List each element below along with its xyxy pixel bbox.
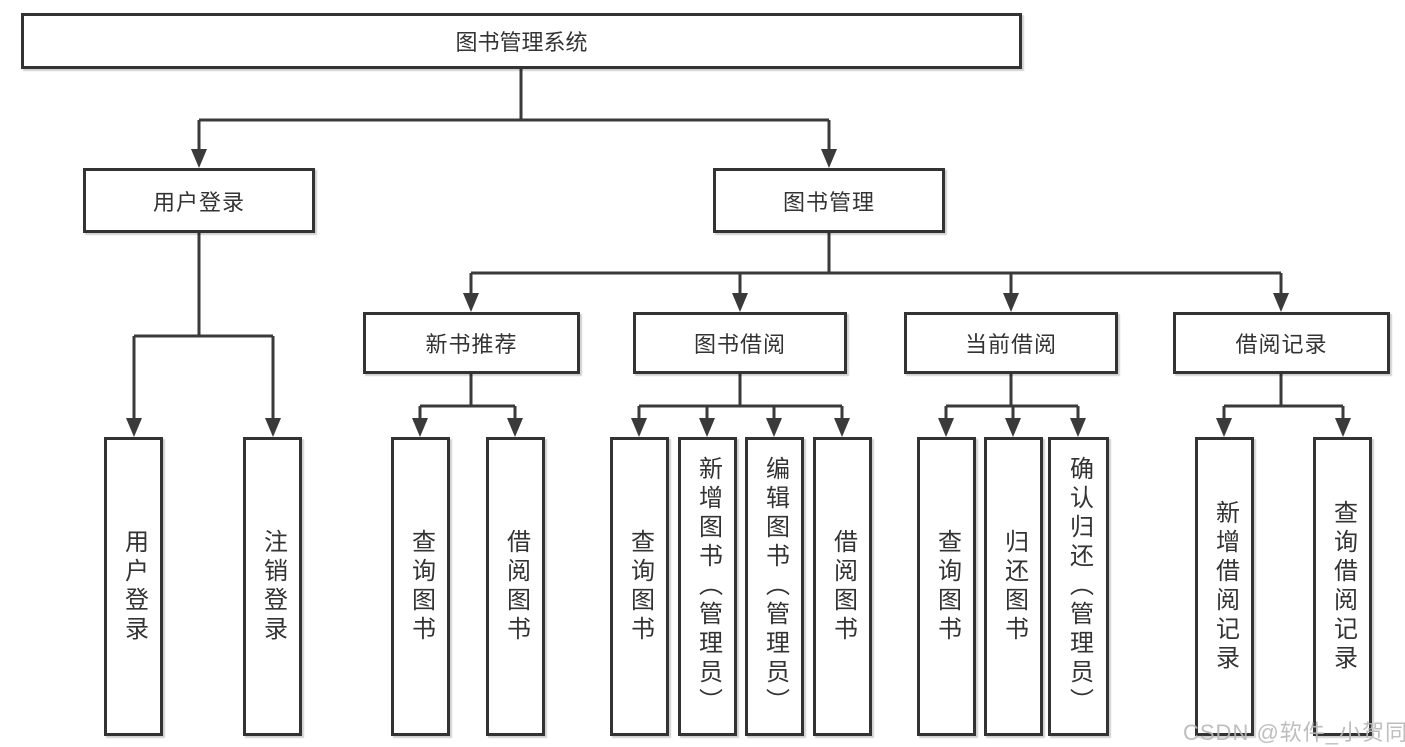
node-label: 归还图书	[1000, 528, 1028, 645]
node-label: 图书管理系统	[455, 30, 588, 55]
node-borrow-records: 借阅记录	[1173, 312, 1390, 374]
node-label: 查询图书	[407, 528, 435, 645]
node-new-book-recommend: 新书推荐	[363, 312, 580, 374]
node-label: 借阅记录	[1235, 332, 1328, 357]
node-label: 确认归还（管理员）	[1065, 456, 1093, 717]
node-current-borrow: 当前借阅	[904, 312, 1118, 374]
node-label: 新增借阅记录	[1211, 499, 1239, 674]
node-book-borrow: 图书借阅	[633, 312, 847, 374]
node-label: 查询图书	[933, 528, 961, 645]
node-label: 查询图书	[626, 528, 654, 645]
node-label: 当前借阅	[964, 332, 1057, 357]
leaf-borrow-edit-book-admin: 编辑图书（管理员）	[745, 437, 804, 736]
node-label: 用户登录	[152, 189, 245, 215]
node-label: 编辑图书（管理员）	[761, 456, 789, 717]
node-user-login: 用户登录	[83, 168, 315, 233]
node-label: 用户登录	[120, 528, 148, 645]
leaf-borrow-add-book-admin: 新增图书（管理员）	[678, 437, 737, 736]
leaf-borrow-borrow-book: 借阅图书	[813, 437, 872, 736]
leaf-current-confirm-return-admin: 确认归还（管理员）	[1048, 437, 1109, 736]
node-label: 借阅图书	[502, 528, 530, 645]
leaf-current-query-book: 查询图书	[917, 437, 976, 736]
leaf-records-add-record: 新增借阅记录	[1195, 437, 1254, 736]
leaf-borrow-query-book: 查询图书	[610, 437, 669, 736]
node-label: 查询借阅记录	[1329, 499, 1357, 674]
node-label: 图书管理	[782, 189, 875, 215]
node-label: 借阅图书	[829, 528, 857, 645]
leaf-recommend-query-book: 查询图书	[391, 437, 450, 736]
leaf-user-login: 用户登录	[104, 437, 163, 736]
leaf-recommend-borrow-book: 借阅图书	[486, 437, 545, 736]
leaf-current-return-book: 归还图书	[984, 437, 1043, 736]
node-label: 新书推荐	[425, 332, 518, 357]
leaf-logout: 注销登录	[243, 437, 302, 736]
node-root: 图书管理系统	[21, 13, 1022, 69]
watermark: CSDN @软件_小贺同学	[1183, 720, 1405, 745]
node-label: 新增图书（管理员）	[694, 456, 722, 717]
node-label: 图书借阅	[693, 332, 786, 357]
node-label: 注销登录	[259, 528, 287, 645]
leaf-records-query-record: 查询借阅记录	[1313, 437, 1372, 736]
node-book-management: 图书管理	[713, 168, 945, 233]
